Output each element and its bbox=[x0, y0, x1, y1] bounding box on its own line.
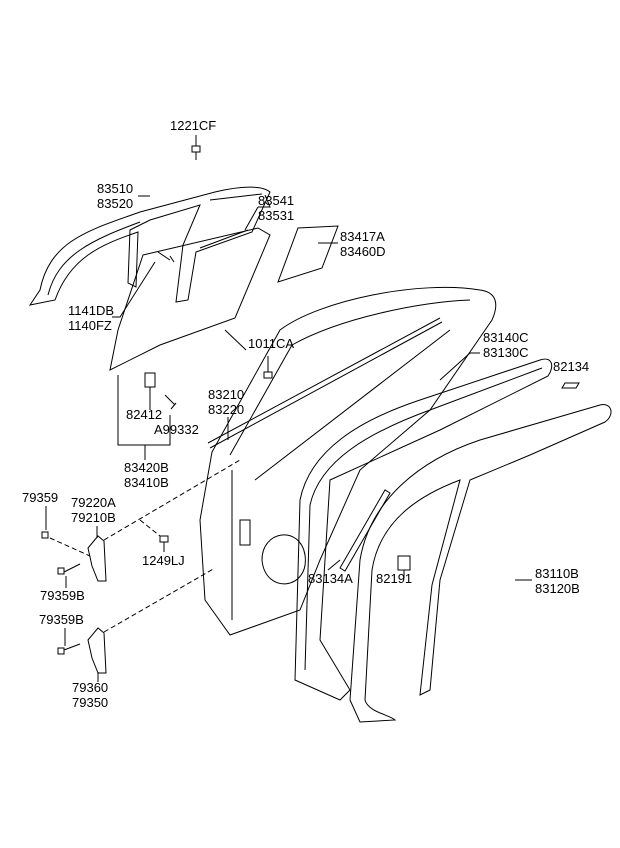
part-label-1141DB: 1141DB bbox=[68, 303, 115, 318]
part-label-79360: 79360 bbox=[72, 680, 109, 695]
body-weatherstrip bbox=[349, 404, 612, 723]
part-label-83510: 83510 bbox=[97, 181, 134, 196]
part-label-79359: 79359 bbox=[22, 490, 59, 505]
part-label-83420B: 83420B bbox=[124, 460, 169, 475]
part-label-83541: 83541 bbox=[258, 193, 295, 208]
part-label-83460D: 83460D bbox=[340, 244, 386, 259]
door-sash-frame bbox=[28, 186, 271, 306]
part-label-83220: 83220 bbox=[208, 402, 245, 417]
weatherstrip-inner bbox=[304, 367, 543, 671]
lower-hinge bbox=[87, 627, 107, 674]
screw-1011CA bbox=[263, 371, 273, 379]
part-label-82191: 82191 bbox=[376, 571, 413, 586]
door-inner-panel bbox=[199, 286, 497, 636]
bolt-1221CF bbox=[191, 145, 201, 160]
part-label-79210B: 79210B bbox=[71, 510, 116, 525]
door-inner-panel-detail bbox=[229, 299, 471, 620]
door-glass bbox=[109, 227, 271, 371]
part-label-82412: 82412 bbox=[126, 407, 163, 422]
quarter-glass bbox=[277, 225, 339, 283]
part-label-83134A: 83134A bbox=[308, 571, 353, 586]
clip-1249LJ bbox=[159, 535, 169, 552]
leader-83541 bbox=[244, 194, 271, 231]
leader-83140C bbox=[439, 352, 480, 381]
bolt-79359B-lower bbox=[57, 628, 81, 655]
part-label-83130C: 83130C bbox=[483, 345, 529, 360]
part-label-83120B: 83120B bbox=[535, 581, 580, 596]
part-label-1140FZ: 1140FZ bbox=[68, 318, 112, 333]
part-label-79359B-upper: 79359B bbox=[40, 588, 85, 603]
sash-inner-line bbox=[47, 193, 263, 296]
part-label-83110B: 83110B bbox=[535, 566, 579, 581]
leader-79220A bbox=[96, 526, 99, 682]
bumper-82191 bbox=[397, 555, 411, 578]
part-label-79350: 79350 bbox=[72, 695, 109, 710]
upper-hinge bbox=[87, 535, 107, 582]
leader-1011CA bbox=[224, 329, 269, 372]
door-weatherstrip bbox=[294, 358, 553, 701]
run-channel-83134A bbox=[339, 489, 391, 572]
part-label-83210: 83210 bbox=[208, 387, 245, 402]
part-label-A99332: A99332 bbox=[154, 422, 199, 437]
part-label-83417A: 83417A bbox=[340, 229, 385, 244]
part-label-1249LJ: 1249LJ bbox=[142, 553, 185, 568]
part-label-79359B-lower: 79359B bbox=[39, 612, 84, 627]
part-label-83520: 83520 bbox=[97, 196, 134, 211]
part-label-79220A: 79220A bbox=[71, 495, 116, 510]
bolt-79359 bbox=[41, 506, 49, 539]
part-label-82134: 82134 bbox=[553, 359, 590, 374]
part-label-83140C: 83140C bbox=[483, 330, 529, 345]
part-label-1011CA: 1011CA bbox=[248, 336, 295, 351]
part-label-83531: 83531 bbox=[258, 208, 295, 223]
part-label-1221CF: 1221CF bbox=[170, 118, 217, 133]
leader-83134A bbox=[327, 559, 341, 571]
clip-82134 bbox=[561, 382, 580, 389]
leader-1141DB bbox=[112, 261, 156, 318]
part-label-83410B: 83410B bbox=[124, 475, 169, 490]
bolt-79359B-upper bbox=[57, 563, 81, 588]
lower-channel-83420B bbox=[117, 375, 171, 460]
belt-weatherstrip bbox=[207, 317, 443, 449]
screw-A99332 bbox=[164, 394, 177, 410]
bracket-82412 bbox=[144, 372, 156, 410]
screw-1141DB bbox=[157, 251, 175, 263]
